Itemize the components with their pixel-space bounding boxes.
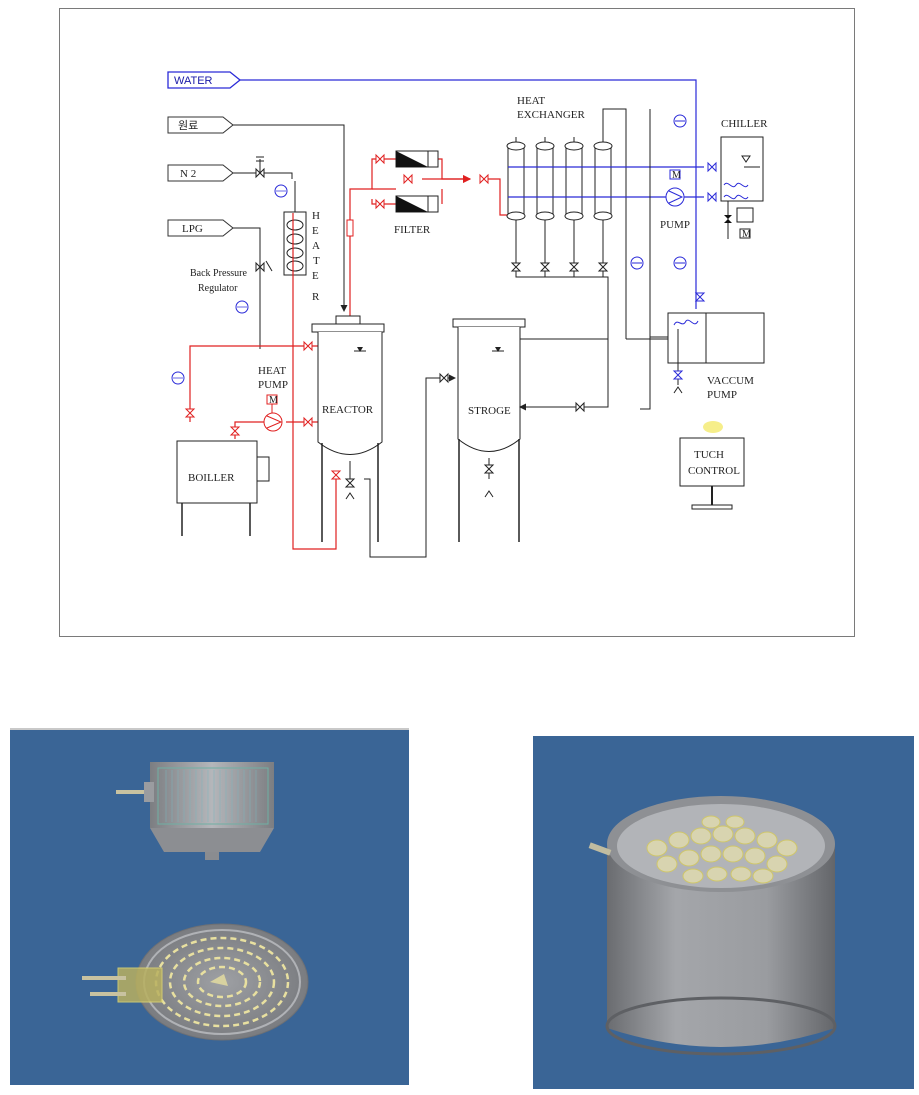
back-pressure-label-1: Back Pressure xyxy=(190,268,247,279)
svg-text:R: R xyxy=(312,291,320,303)
heat-pump-label-1: HEAT xyxy=(258,365,286,377)
water-input: WATER xyxy=(167,71,242,89)
back-pressure-valve xyxy=(255,260,273,273)
vessel-render-svg xyxy=(588,796,837,1056)
n2-valve xyxy=(255,156,265,179)
back-pressure-label-2: Regulator xyxy=(198,283,238,294)
svg-text:T: T xyxy=(313,255,320,267)
n2-label: N 2 xyxy=(180,168,196,180)
n2-input: N 2 xyxy=(167,164,234,182)
reactor-3d-render xyxy=(10,728,409,1085)
pressure-gauge-n2 xyxy=(274,184,288,198)
touch-control-label-2: CONTROL xyxy=(688,465,740,477)
svg-text:M: M xyxy=(672,170,681,181)
pressure-gauges-right xyxy=(630,114,687,270)
water-line xyxy=(240,79,697,309)
raw-material-input: 원료 xyxy=(167,116,234,134)
pressure-gauge-lpg xyxy=(235,300,249,314)
lpg-input: LPG xyxy=(167,219,234,237)
filter-label: FILTER xyxy=(394,224,431,236)
chiller: M xyxy=(720,136,764,240)
vacuum-pump-label-1: VACCUM xyxy=(707,375,754,387)
touch-control xyxy=(679,421,745,510)
svg-text:H: H xyxy=(312,210,320,222)
vacuum-pump xyxy=(667,312,765,394)
reactor-render-svg xyxy=(82,762,309,1041)
svg-text:A: A xyxy=(312,240,320,252)
svg-text:M: M xyxy=(269,395,278,406)
svg-text:M: M xyxy=(742,229,751,240)
storage-tank xyxy=(452,318,526,542)
svg-text:E: E xyxy=(312,270,319,282)
touch-control-label-1: TUCH xyxy=(694,449,724,461)
hot-lines xyxy=(189,158,512,550)
cooling-valves xyxy=(694,161,717,302)
cooling-pump: M xyxy=(665,169,685,207)
raw-line xyxy=(233,124,348,312)
filter-2 xyxy=(395,195,439,213)
heating-coil-top-view xyxy=(82,923,309,1041)
boiler xyxy=(176,440,270,536)
heater-label: H E A T E R xyxy=(312,210,320,303)
lpg-label: LPG xyxy=(182,223,203,235)
reactor-side-view xyxy=(116,762,274,860)
hot-valves xyxy=(184,153,489,480)
process-lines xyxy=(364,109,668,558)
heat-exchanger-label-1: HEAT xyxy=(517,95,545,107)
pump-label: PUMP xyxy=(660,219,690,231)
process-valves xyxy=(439,372,585,413)
filter-1 xyxy=(395,150,439,168)
pressure-gauge-hot xyxy=(171,371,185,385)
vessel-tubes xyxy=(646,815,798,884)
heat-pump: M xyxy=(263,394,283,432)
lpg-line xyxy=(233,227,261,349)
heater xyxy=(283,181,307,276)
exchanger-drain-valves xyxy=(510,262,609,272)
storage-label: STROGE xyxy=(468,405,511,417)
svg-text:E: E xyxy=(312,225,319,237)
boiler-label: BOILLER xyxy=(188,472,235,484)
reactor xyxy=(311,315,385,542)
process-diagram: WATER 원료 N 2 LPG H E A xyxy=(59,8,855,637)
heat-exchanger-label-2: EXCHANGER xyxy=(517,109,585,121)
n2-line xyxy=(233,172,293,179)
chiller-label: CHILLER xyxy=(721,118,768,130)
vessel-3d-render xyxy=(533,736,914,1089)
water-label: WATER xyxy=(174,75,213,87)
exchanger-drain-lines xyxy=(515,220,609,339)
vessel-body xyxy=(588,796,837,1056)
heat-pump-label-2: PUMP xyxy=(258,379,288,391)
reactor-label: REACTOR xyxy=(322,404,374,416)
raw-material-label: 원료 xyxy=(178,119,198,132)
heat-exchanger xyxy=(506,137,613,221)
vacuum-pump-label-2: PUMP xyxy=(707,389,737,401)
exchanger-top-line xyxy=(602,108,627,339)
pid-drawing: WATER 원료 N 2 LPG H E A xyxy=(167,71,768,558)
